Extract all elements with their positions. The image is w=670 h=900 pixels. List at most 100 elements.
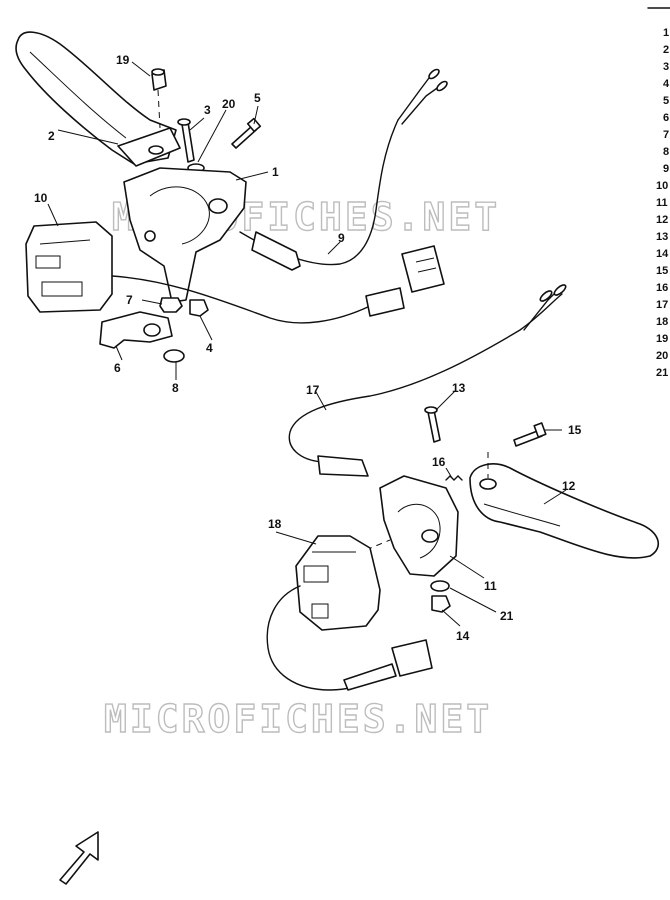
leader-16	[445, 467, 453, 479]
leader-14	[441, 609, 461, 627]
callout-1: 1	[272, 165, 279, 179]
pivot-hole	[148, 145, 164, 155]
bolt-13	[427, 409, 441, 443]
index-12: 12	[656, 214, 668, 226]
lever-piece-hole	[143, 323, 161, 337]
lever-pivot-block	[117, 127, 181, 167]
cable-9-lead-b	[401, 85, 441, 125]
callout-6: 6	[114, 361, 121, 375]
index-7: 7	[663, 129, 669, 141]
callout-2: 2	[48, 129, 55, 143]
leader-11	[449, 555, 485, 579]
index-6: 6	[663, 112, 669, 124]
index-16: 16	[656, 282, 668, 294]
switch-housing-seam	[39, 239, 91, 245]
bracket-hole	[144, 230, 156, 242]
guide-19	[157, 89, 161, 129]
index-21: 21	[656, 367, 668, 379]
leader-4	[199, 315, 213, 341]
bolt-3-head	[177, 118, 191, 126]
brake-lever-pivot	[479, 478, 497, 490]
leader-7	[141, 299, 163, 305]
index-18: 18	[656, 316, 668, 328]
bolt-15-head	[533, 422, 547, 438]
switch-button-b	[41, 281, 83, 297]
index-5: 5	[663, 95, 669, 107]
harness-sleeve	[365, 287, 405, 317]
leader-5	[253, 105, 259, 125]
index-10: 10	[656, 180, 668, 192]
nut-7	[159, 297, 183, 313]
collar-19-top	[151, 68, 165, 76]
harness-upper	[111, 275, 371, 324]
bolt-13-head	[424, 406, 438, 414]
switch-plug-17	[317, 455, 369, 477]
callout-20: 20	[222, 97, 236, 111]
switch-housing-right	[295, 535, 381, 631]
bolt-5-head	[246, 117, 262, 133]
nut-14	[431, 595, 451, 613]
callout-11: 11	[484, 579, 497, 593]
callout-13: 13	[452, 381, 466, 395]
master-bracket	[379, 475, 459, 577]
callout-7: 7	[126, 293, 133, 307]
coupler-lower	[391, 639, 433, 677]
index-9: 9	[663, 163, 669, 175]
leader-21	[449, 587, 497, 613]
leader-6	[115, 345, 123, 361]
brake-lever	[469, 463, 660, 559]
callout-19: 19	[116, 53, 130, 67]
bracket-bore	[208, 198, 228, 214]
index-4: 4	[663, 78, 670, 90]
leader-3	[189, 117, 205, 131]
index-8: 8	[663, 146, 669, 158]
leader-19	[131, 61, 151, 77]
callout-18: 18	[268, 517, 282, 531]
coupler-upper	[401, 245, 445, 293]
parts-index: 1 2 3 4 5 6 7 8 9 10 11 12 13 14 15 16 1…	[656, 27, 670, 379]
index-20: 20	[656, 350, 668, 362]
spring-16	[445, 475, 463, 481]
index-14: 14	[656, 248, 669, 260]
leader-2	[57, 129, 119, 145]
leader-12	[543, 489, 567, 505]
terminal-9a	[428, 68, 440, 80]
leader-17	[315, 391, 327, 411]
switch-housing-left	[25, 221, 113, 313]
index-19: 19	[656, 333, 668, 345]
coupler-upper-rib-b	[417, 267, 437, 273]
nut-4	[189, 299, 209, 317]
index-17: 17	[656, 299, 668, 311]
index-13: 13	[656, 231, 668, 243]
terminal-9b	[436, 80, 448, 92]
callout-21: 21	[500, 609, 514, 623]
callout-3: 3	[204, 103, 211, 117]
index-3: 3	[663, 61, 669, 73]
leader-18	[275, 531, 317, 545]
leader-13	[435, 389, 457, 411]
index-15: 15	[656, 265, 668, 277]
index-1: 1	[663, 27, 669, 39]
washer-21	[430, 580, 450, 592]
switch-button-a	[35, 255, 61, 269]
master-bracket-bore	[421, 529, 439, 543]
leader-10	[47, 203, 59, 227]
harness-lower-sleeve	[343, 663, 397, 691]
index-2: 2	[663, 44, 669, 56]
callout-16: 16	[432, 455, 446, 469]
terminal-17b	[553, 284, 567, 296]
callout-9: 9	[338, 231, 345, 245]
master-bracket-clamp	[397, 503, 441, 559]
lever-piece-6	[99, 311, 173, 349]
cable-9-lead-a	[397, 73, 433, 121]
coupler-upper-rib-a	[415, 257, 435, 263]
direction-arrow-icon	[59, 831, 99, 885]
switch-button-c	[303, 565, 329, 583]
switch-plug-9	[251, 231, 301, 271]
bracket-clamp-curve	[149, 186, 210, 245]
lever-edge	[29, 51, 127, 139]
leader-9	[327, 241, 341, 255]
clip-8	[163, 349, 185, 363]
